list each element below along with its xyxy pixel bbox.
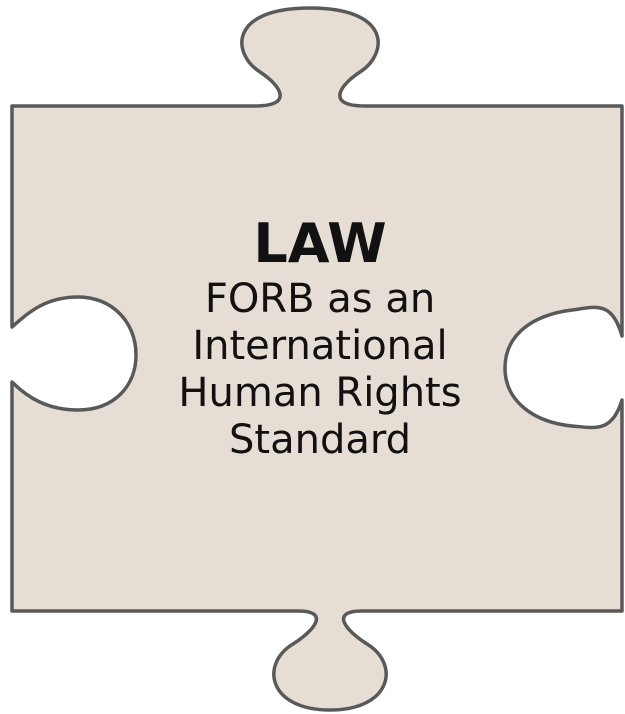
- piece-line-2: International: [192, 323, 448, 369]
- piece-line-3: Human Rights: [178, 370, 462, 416]
- piece-text-block: LAW FORB as an International Human Right…: [140, 212, 500, 464]
- piece-heading: LAW: [253, 212, 387, 275]
- piece-line-1: FORB as an: [204, 276, 436, 322]
- puzzle-piece-shape: [10, 6, 624, 712]
- piece-line-4: Standard: [229, 417, 411, 463]
